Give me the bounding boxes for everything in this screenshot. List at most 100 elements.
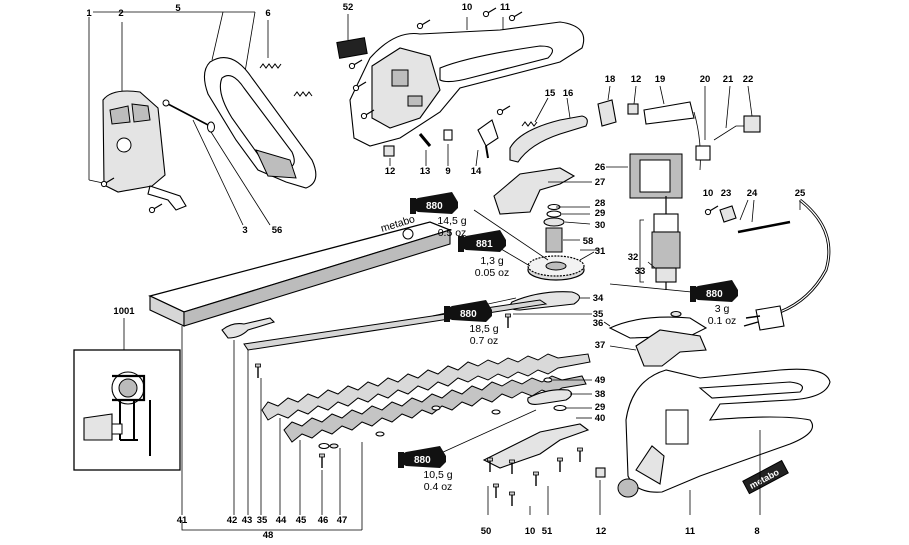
part-number: 10 — [703, 188, 714, 199]
part-number: 46 — [318, 515, 329, 526]
part-number: 51 — [542, 526, 553, 537]
wiring-inset — [73, 349, 181, 471]
part-number: 50 — [481, 526, 492, 537]
switch-19 — [643, 101, 695, 125]
part-number: 35 — [257, 515, 268, 526]
part-number: 6 — [265, 8, 270, 19]
bracket-37 — [635, 329, 707, 367]
small-block-12 — [383, 145, 395, 157]
part-number: 30 — [595, 220, 606, 231]
part-number: 11 — [500, 2, 511, 13]
housing-half — [349, 21, 585, 147]
part-number: 56 — [272, 225, 283, 236]
tube-code: 880 — [460, 309, 477, 320]
grease-tube-1: 880 — [410, 192, 458, 214]
part-number: 35 — [593, 309, 604, 320]
tube-ounces: 0.4 oz — [424, 481, 453, 493]
part-number: 5 — [175, 3, 181, 14]
part-number: 29 — [595, 208, 606, 219]
blade-bar-41 — [148, 221, 452, 327]
small-screw-35b — [254, 363, 262, 379]
part-number: 33 — [635, 266, 646, 277]
part-number: 9 — [445, 166, 450, 177]
housing-logo: metabo — [742, 459, 789, 495]
grease-tube-4: 880 — [690, 280, 738, 302]
part-number: 16 — [563, 88, 574, 99]
part-number: 40 — [595, 413, 606, 424]
part-number: 22 — [743, 74, 754, 85]
part-number: 10 — [462, 2, 473, 13]
loop-handle — [203, 57, 317, 189]
capacitor-20 — [693, 111, 711, 171]
part-number: 38 — [595, 389, 606, 400]
part-number: 26 — [595, 162, 606, 173]
part-number: 25 — [795, 188, 806, 199]
base-plate — [482, 423, 590, 469]
part-number: 44 — [276, 515, 287, 526]
part-number: 12 — [631, 74, 642, 85]
tube-code: 880 — [414, 455, 431, 466]
guide-rail-43 — [243, 299, 548, 351]
tube-grams: 10,5 g — [423, 469, 452, 481]
tube-code: 881 — [476, 239, 493, 250]
part-number: 49 — [595, 375, 606, 386]
blade-upper-44 — [261, 353, 591, 421]
part-number: 34 — [593, 293, 604, 304]
part-number: 18 — [605, 74, 616, 85]
part-number: 11 — [685, 526, 696, 537]
pinion-58 — [545, 227, 563, 253]
part-number: 27 — [595, 177, 606, 188]
part-number: 19 — [655, 74, 666, 85]
part-number: 28 — [595, 198, 606, 209]
grease-tube-5: 880 — [398, 446, 446, 468]
grease-tube-3: 880 — [444, 300, 492, 322]
part-number: 2 — [118, 8, 123, 19]
part-number: 20 — [700, 74, 711, 85]
armature — [651, 196, 681, 290]
grease-tube-2: 881 — [458, 230, 506, 252]
terminal-22 — [743, 115, 761, 133]
trigger-lever — [509, 115, 588, 163]
part-number: 45 — [296, 515, 307, 526]
part-number: 21 — [723, 74, 734, 85]
spring-icon — [259, 63, 313, 97]
part-number-labels: 1 2 5 6 3 56 52 10 11 15 16 12 13 9 14 1… — [86, 2, 806, 541]
part-number: 29 — [595, 402, 606, 413]
bracket-27 — [493, 167, 576, 215]
part-number: 31 — [595, 246, 606, 257]
tube-ounces: 0.05 oz — [475, 267, 509, 279]
part-number: 36 — [593, 318, 604, 329]
part-number: 24 — [747, 188, 758, 199]
tube-grams: 18,5 g — [469, 323, 498, 335]
cam-plate-38 — [527, 389, 573, 405]
part-number: 12 — [596, 526, 607, 537]
part-number: 48 — [263, 530, 274, 541]
part-number: 8 — [754, 526, 759, 537]
part-number: 1 — [86, 8, 92, 19]
small-screw-35 — [504, 313, 512, 329]
part-number: 12 — [385, 166, 396, 177]
spring-15 — [521, 121, 538, 127]
part-number: 32 — [628, 252, 639, 263]
part-number: 41 — [177, 515, 188, 526]
part-number: 10 — [525, 526, 536, 537]
tube-grams: 1,3 g — [480, 255, 504, 267]
guide-42 — [221, 317, 276, 339]
tube-grams: 14,5 g — [437, 215, 466, 227]
tube-code: 880 — [426, 201, 443, 212]
stator-26 — [629, 153, 683, 199]
plug-icon — [743, 305, 785, 331]
part-number: 1001 — [113, 306, 135, 317]
part-number: 15 — [545, 88, 556, 99]
tube-grams: 3 g — [715, 303, 730, 315]
part-number: 3 — [242, 225, 247, 236]
part-number: 13 — [420, 166, 431, 177]
part-number: 23 — [721, 188, 732, 199]
part-number: 37 — [595, 340, 606, 351]
tube-code: 880 — [706, 289, 723, 300]
tube-ounces: 0.1 oz — [708, 315, 737, 327]
blade-screw-46 — [318, 453, 326, 469]
part-number: 43 — [242, 515, 253, 526]
motor-housing-11 — [617, 368, 831, 498]
